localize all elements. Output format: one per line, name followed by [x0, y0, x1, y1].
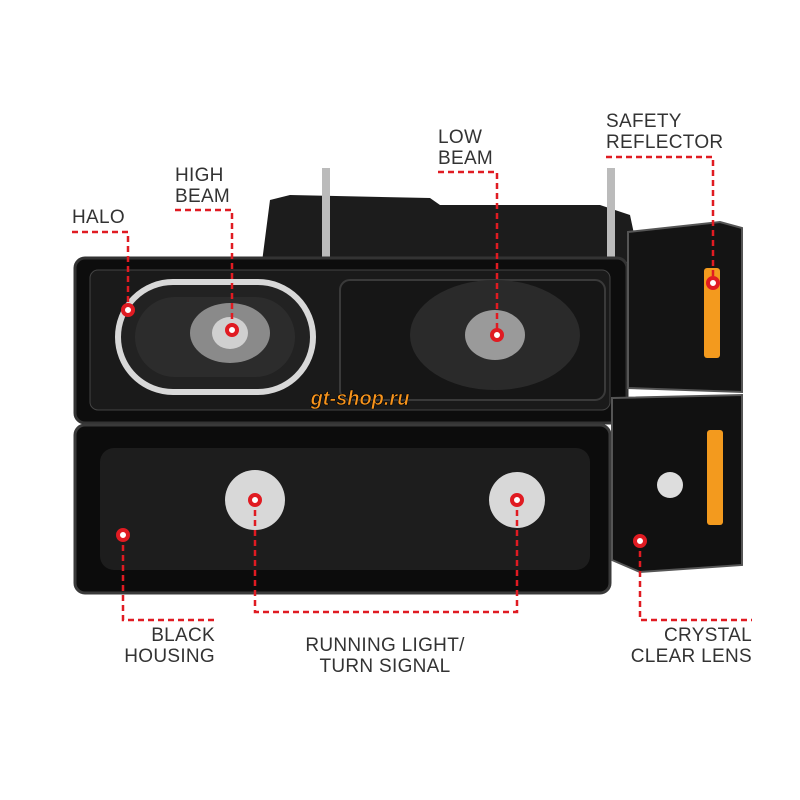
marker-crystal-lens — [633, 534, 647, 548]
marker-black-housing — [116, 528, 130, 542]
marker-running-right — [510, 493, 524, 507]
marker-running-left — [248, 493, 262, 507]
marker-safety-reflector — [706, 276, 720, 290]
label-running-light: RUNNING LIGHT/TURN SIGNAL — [305, 635, 465, 677]
mounting-bracket — [262, 195, 640, 262]
corner-lamp-upper — [627, 220, 743, 394]
amber-reflector-lower — [707, 430, 723, 525]
adjuster-post-left — [322, 168, 330, 263]
callout-lines — [72, 155, 752, 622]
adjuster-post-right — [607, 168, 615, 263]
callout-markers — [116, 276, 720, 548]
amber-reflector-upper — [704, 268, 720, 358]
watermark: gt-shop.ru — [310, 388, 410, 410]
label-halo: HALO — [72, 207, 125, 228]
marker-halo — [121, 303, 135, 317]
marker-low-beam — [490, 328, 504, 342]
marker-high-beam — [225, 323, 239, 337]
